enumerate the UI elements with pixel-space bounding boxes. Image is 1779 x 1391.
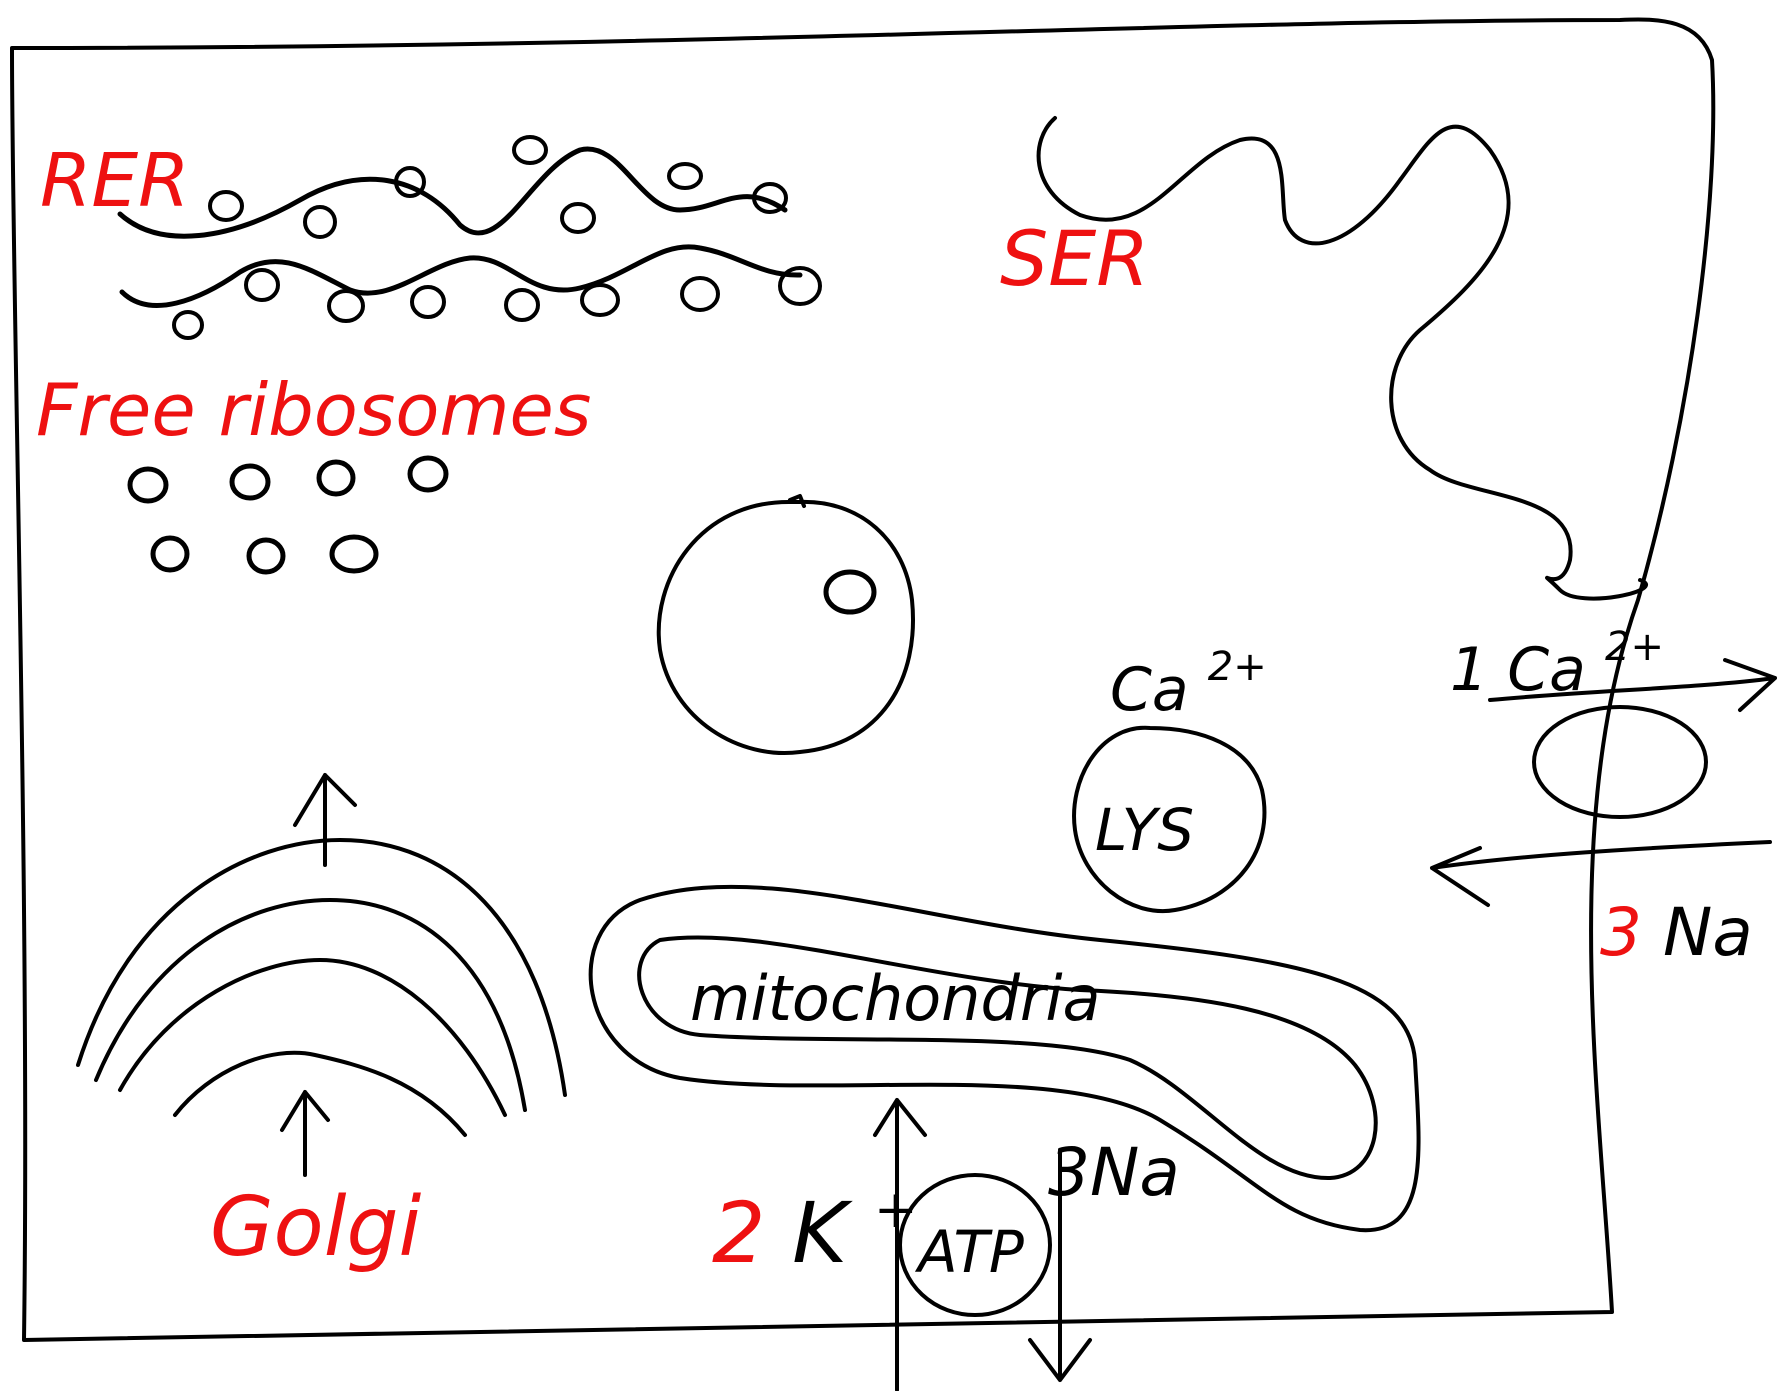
sodium-potassium-pump: ATP 2 K + 3Na — [712, 1098, 1180, 1391]
ribosome — [752, 182, 788, 214]
ribosome — [410, 285, 446, 319]
free-ribosome — [150, 535, 190, 573]
lysosome — [1072, 725, 1267, 914]
nucleolus — [823, 569, 877, 615]
rough-er — [117, 135, 822, 340]
sodium-out-arrow — [1028, 1148, 1092, 1382]
free-ribosome — [316, 459, 356, 497]
ser-label: SER — [1000, 214, 1149, 303]
golgi-cisterna-1 — [76, 838, 567, 1097]
ribosome — [504, 288, 540, 322]
ribosome — [303, 205, 337, 239]
mitochondrion-inner-membrane — [637, 935, 1378, 1181]
golgi-apparatus — [76, 773, 567, 1177]
calcium-pump-charge: 2+ — [1605, 624, 1664, 670]
exchanger-protein — [1532, 705, 1708, 819]
ribosome — [667, 162, 703, 190]
rer-membrane-lower — [119, 244, 803, 308]
lysosome-label: LYS — [1095, 796, 1194, 864]
atp-circle — [898, 1173, 1052, 1317]
potassium-count: 2 — [712, 1184, 765, 1282]
free-ribosomes — [127, 455, 449, 575]
golgi-output-arrow — [293, 773, 357, 867]
golgi-cisterna-3 — [118, 958, 507, 1117]
ribosome — [172, 310, 204, 340]
sodium-exchanger-label: 3 Na — [1600, 894, 1753, 971]
mitochondrion-outer-membrane — [588, 884, 1421, 1233]
mitochondria-label: mitochondria — [690, 962, 1101, 1035]
bound-ribosomes — [172, 135, 822, 340]
ribosome — [512, 135, 548, 165]
lysosome-calcium-ion: Ca — [1110, 655, 1189, 725]
calcium-pump-count: 1 — [1450, 635, 1488, 705]
free-ribosome — [246, 537, 286, 575]
golgi-input-arrow — [280, 1090, 330, 1177]
free-ribosome — [329, 534, 379, 574]
lysosome-calcium-charge: 2+ — [1208, 644, 1267, 690]
potassium-charge: + — [874, 1180, 918, 1240]
ribosome — [580, 283, 620, 317]
ribosome — [208, 190, 244, 222]
free-ribosome — [229, 463, 271, 501]
calcium-out-arrow — [1488, 658, 1777, 712]
sodium-exchanger-count: 3 — [1600, 894, 1642, 971]
calcium-sodium-exchanger: 1 Ca 2+ 3 Na — [1430, 624, 1777, 971]
ribosome — [680, 276, 720, 312]
calcium-pump-label: 1 Ca 2+ — [1450, 624, 1664, 705]
smooth-er — [1036, 116, 1649, 601]
ribosome — [560, 202, 596, 234]
free-ribosome — [407, 455, 449, 493]
free-ribosomes-label: Free ribosomes — [36, 368, 591, 452]
atp-label: ATP — [914, 1218, 1024, 1286]
rer-membrane-upper — [117, 146, 788, 239]
pump-sodium-label: 3Na — [1048, 1134, 1180, 1211]
sodium-exchanger-ion: Na — [1663, 894, 1753, 971]
sodium-in-arrow — [1430, 840, 1772, 907]
ribosome — [327, 289, 365, 323]
free-ribosome — [127, 466, 169, 504]
potassium-label: 2 K + — [712, 1180, 918, 1282]
rer-label: RER — [40, 138, 190, 224]
potassium-ion: K — [792, 1184, 853, 1282]
nucleus-notch — [788, 494, 806, 508]
lysosome-calcium: Ca 2+ — [1110, 644, 1267, 725]
cell-membrane — [10, 17, 1716, 1342]
ribosome — [244, 268, 280, 302]
golgi-cisterna-4 — [173, 1050, 467, 1137]
nucleus — [656, 499, 915, 755]
ribosome — [778, 266, 822, 306]
potassium-in-arrow — [873, 1098, 927, 1391]
golgi-label: Golgi — [210, 1180, 422, 1275]
ribosome — [394, 166, 426, 198]
golgi-cisterna-2 — [94, 898, 527, 1112]
mitochondrion: mitochondria — [588, 884, 1421, 1233]
